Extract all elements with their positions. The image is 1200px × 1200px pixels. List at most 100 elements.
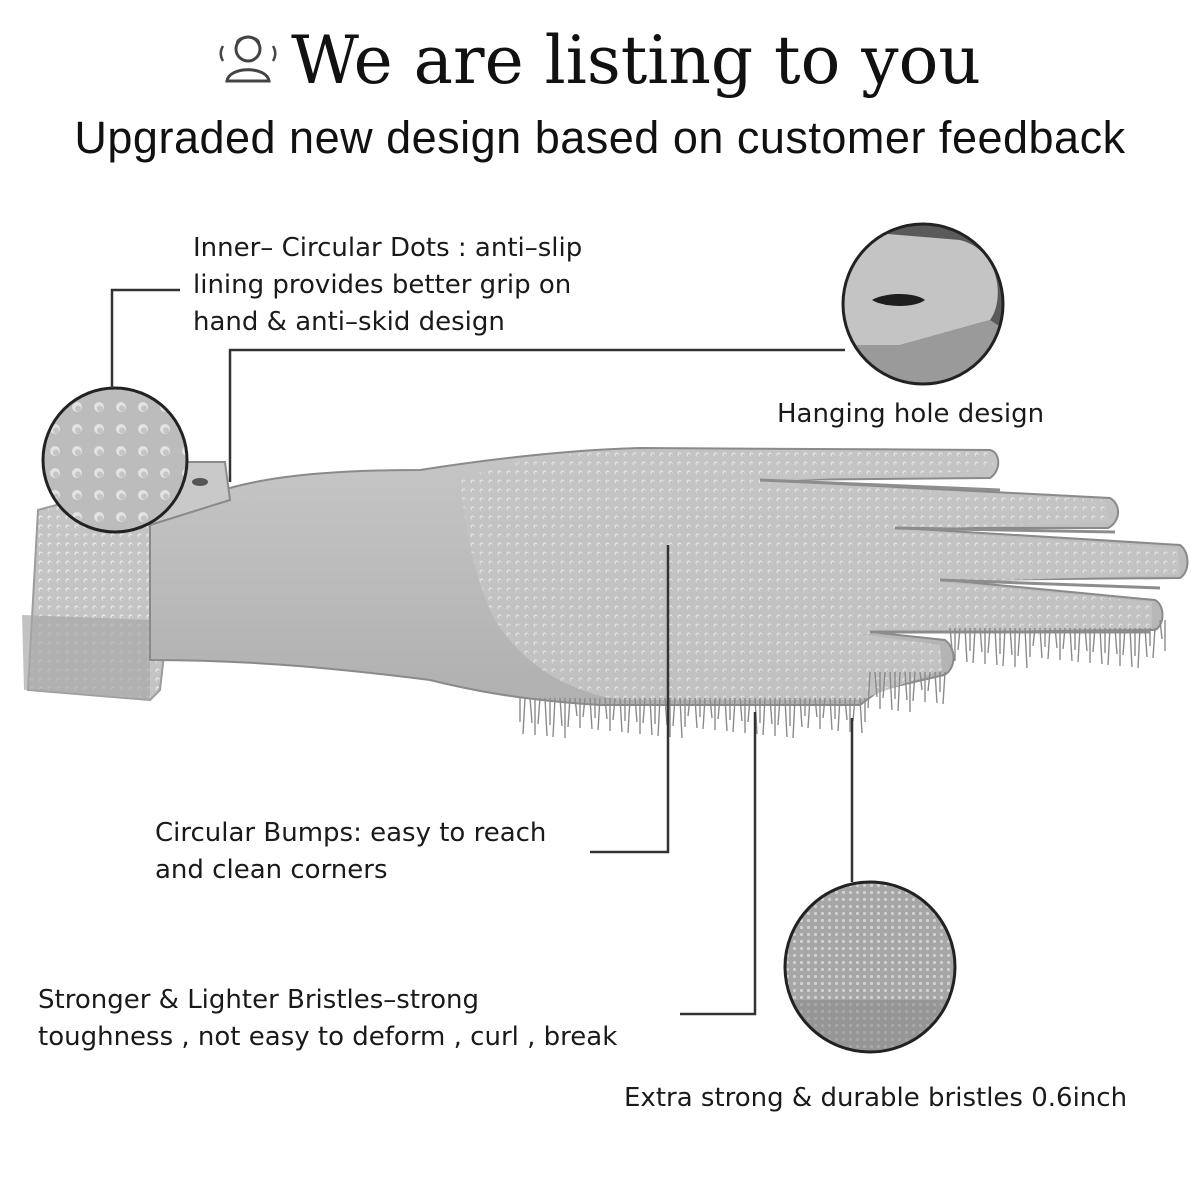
bristle-strand xyxy=(889,671,893,711)
bristle-strand xyxy=(874,671,878,698)
bristle-strand xyxy=(897,671,901,712)
bristle-strand xyxy=(537,697,541,725)
bristle-strand xyxy=(949,627,953,650)
title-text: We are listing to you xyxy=(291,22,981,99)
callout-bristles: Stronger & Lighter Bristles–strong tough… xyxy=(38,982,617,1056)
bristle-strand xyxy=(567,697,571,728)
bristle-strand xyxy=(1084,627,1088,652)
bristle-strand xyxy=(934,671,938,704)
glove-cuff xyxy=(22,468,187,702)
bristle-strand xyxy=(987,627,991,654)
bristle-strand xyxy=(1159,619,1163,640)
bristle-strand xyxy=(597,697,601,731)
bristle-strand xyxy=(1069,627,1073,662)
bristle-strand xyxy=(814,697,818,718)
bristle-strand xyxy=(589,697,593,730)
bristle-strand xyxy=(649,697,653,736)
bristles-zoom xyxy=(783,880,957,1054)
bristle-strand xyxy=(919,671,923,691)
glove-bristles xyxy=(519,619,1166,739)
bristle-strand xyxy=(664,697,668,726)
bristle-strand xyxy=(837,697,841,732)
bristle-strand xyxy=(979,627,983,653)
hanging-hole-zoom xyxy=(841,222,1005,386)
bristle-strand xyxy=(994,627,998,666)
bristle-strand xyxy=(1047,627,1051,660)
bristle-strand xyxy=(927,671,931,692)
bristle-strand xyxy=(762,697,766,736)
bristle-strand xyxy=(1092,627,1096,653)
bristle-strand xyxy=(912,671,916,702)
page-subtitle: Upgraded new design based on customer fe… xyxy=(74,112,1126,163)
leader-hanging-hole xyxy=(228,348,845,482)
person-listening-icon xyxy=(219,23,277,100)
bristle-strand xyxy=(679,697,683,739)
bristle-strand xyxy=(709,697,713,719)
callout-circular-bumps: Circular Bumps: easy to reach and clean … xyxy=(155,815,546,889)
bristle-strand xyxy=(1017,627,1021,657)
bristle-strand xyxy=(1137,627,1141,669)
bristle-strand xyxy=(1152,627,1156,659)
bristle-strand xyxy=(769,697,773,725)
bristle-strand xyxy=(844,697,848,721)
callout-durable-bristles: Extra strong & durable bristles 0.6inch xyxy=(624,1083,1128,1113)
inner-dots-zoom xyxy=(41,386,189,534)
leader-lines xyxy=(110,288,854,1016)
bristle-strand xyxy=(1009,627,1013,656)
callout-line: Circular Bumps: easy to reach xyxy=(155,818,547,848)
callout-inner-dots: Inner– Circular Dots : anti–slip lining … xyxy=(193,230,582,341)
callout-line: toughness , not easy to deform , curl , … xyxy=(38,1022,618,1052)
bristle-strand xyxy=(732,697,736,733)
bristle-strand xyxy=(1024,627,1028,669)
leader-bristles xyxy=(680,712,757,1016)
bristle-strand xyxy=(672,697,676,727)
bristle-strand xyxy=(1002,627,1006,667)
bristle-strand xyxy=(747,697,751,723)
bristle-strand xyxy=(1099,627,1103,665)
bristle-strand xyxy=(702,697,706,730)
callout-line: Stronger & Lighter Bristles–strong xyxy=(38,985,480,1015)
bristle-strand xyxy=(739,697,743,722)
bristle-strand xyxy=(1144,627,1148,658)
bristle-strand xyxy=(522,697,526,735)
bristle-strand xyxy=(859,697,863,734)
bristle-strand xyxy=(634,697,638,723)
bristle-strand xyxy=(1122,627,1126,656)
bristle-strand xyxy=(852,697,856,722)
bristle-strand xyxy=(657,697,661,737)
bristle-strand xyxy=(1039,627,1043,659)
callout-line: hand & anti–skid design xyxy=(193,307,505,337)
bristle-strand xyxy=(807,697,811,729)
bristle-strand xyxy=(882,671,886,699)
bristle-strand xyxy=(544,697,548,737)
bristle-strand xyxy=(964,627,968,663)
callout-line: and clean corners xyxy=(155,855,388,885)
bristle-strand xyxy=(717,697,721,720)
bristle-strand xyxy=(582,697,586,718)
bristle-strand xyxy=(559,697,563,727)
bristle-strand xyxy=(529,697,533,724)
bristle-strand xyxy=(724,697,728,732)
bristle-strand xyxy=(619,697,623,733)
bristle-strand xyxy=(942,671,946,705)
bristle-strand xyxy=(1032,627,1036,647)
bristle-strand xyxy=(822,697,826,719)
bristle-strand xyxy=(642,697,646,724)
callout-line: lining provides better grip on xyxy=(193,270,572,300)
bristle-strand xyxy=(972,627,976,664)
callout-hanging-hole: Hanging hole design xyxy=(777,399,1045,429)
bristle-strand xyxy=(627,697,631,734)
bristle-strand xyxy=(694,697,698,729)
bristle-strand xyxy=(829,697,833,731)
bristle-strand xyxy=(957,627,961,651)
leader-circular-bumps xyxy=(590,545,670,854)
bristle-strand xyxy=(574,697,578,717)
bristle-strand xyxy=(799,697,803,728)
bristle-strand xyxy=(1062,627,1066,650)
bristle-strand xyxy=(904,671,908,701)
bristle-strand xyxy=(1077,627,1081,663)
bristle-strand xyxy=(1129,627,1133,668)
bristle-strand xyxy=(777,697,781,726)
